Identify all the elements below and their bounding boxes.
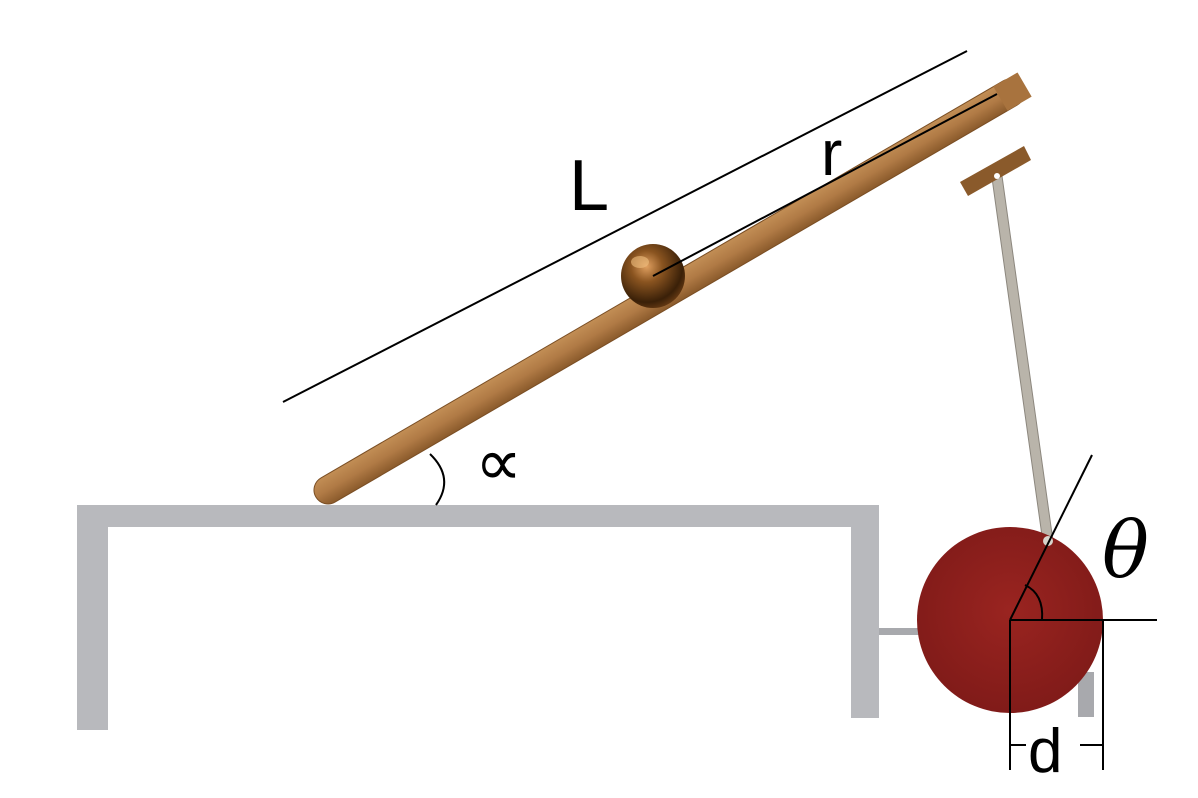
rod-pivot bbox=[994, 173, 1000, 179]
label-theta: θ bbox=[1102, 506, 1149, 596]
disk-stand bbox=[1078, 672, 1094, 717]
disk-angle-arc bbox=[1024, 584, 1044, 621]
beam-angle-arc bbox=[429, 453, 446, 506]
label-alpha: ∝ bbox=[475, 425, 522, 499]
connecting-rod bbox=[991, 175, 1054, 544]
position-dimension-line bbox=[652, 93, 998, 277]
label-L: L bbox=[569, 146, 609, 226]
support-frame bbox=[77, 505, 879, 730]
beam-end-bracket bbox=[960, 146, 1031, 196]
length-dimension-line bbox=[282, 50, 968, 403]
label-d: d bbox=[1028, 717, 1062, 786]
disk-radius-line bbox=[1009, 454, 1093, 621]
ball-highlight bbox=[631, 256, 649, 268]
label-r: r bbox=[821, 117, 842, 189]
motor-shaft bbox=[879, 628, 921, 635]
